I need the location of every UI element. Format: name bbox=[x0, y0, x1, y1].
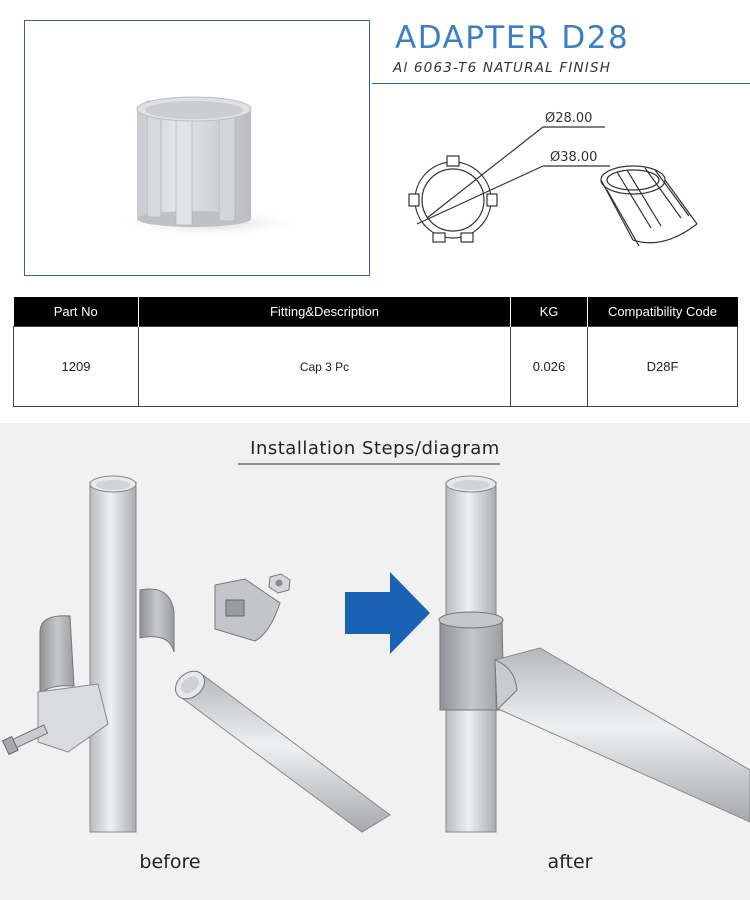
inner-diameter-label: Ø28.00 bbox=[545, 111, 592, 126]
column-header-description: Fitting&Description bbox=[138, 297, 511, 327]
table-header-row: Part No Fitting&Description KG Compatibi… bbox=[13, 297, 738, 327]
material-subtitle: Al 6063-T6 NATURAL FINISH bbox=[393, 60, 612, 76]
column-header-part-no: Part No bbox=[13, 297, 139, 327]
spec-table: Part No Fitting&Description KG Compatibi… bbox=[13, 297, 738, 407]
before-label: before bbox=[139, 851, 201, 873]
arrow-icon bbox=[345, 572, 430, 654]
technical-drawing: Ø28.00 Ø38.00 bbox=[408, 111, 698, 247]
product-photo bbox=[24, 20, 370, 276]
outer-diameter-label: Ø38.00 bbox=[550, 150, 597, 165]
before-diagram bbox=[1, 475, 391, 833]
page-title: ADAPTER D28 bbox=[395, 20, 630, 56]
after-diagram bbox=[438, 475, 750, 833]
column-header-kg: KG bbox=[510, 297, 588, 327]
cell-compatibility: D28F bbox=[587, 326, 738, 407]
adapter-render-image bbox=[115, 96, 305, 237]
column-header-compatibility: Compatibility Code bbox=[587, 297, 738, 327]
after-label: after bbox=[547, 851, 593, 873]
table-row: 1209 Cap 3 Pc 0.026 D28F bbox=[13, 326, 738, 407]
installation-diagram bbox=[1, 475, 750, 833]
inner-ring bbox=[421, 168, 485, 232]
outer-ring bbox=[414, 161, 492, 239]
cell-description: Cap 3 Pc bbox=[138, 326, 511, 407]
cell-part-no: 1209 bbox=[13, 326, 139, 407]
cell-kg: 0.026 bbox=[510, 326, 588, 407]
installation-title: Installation Steps/diagram bbox=[250, 438, 500, 459]
header-divider bbox=[372, 83, 750, 84]
installation-title-underline bbox=[238, 463, 500, 465]
